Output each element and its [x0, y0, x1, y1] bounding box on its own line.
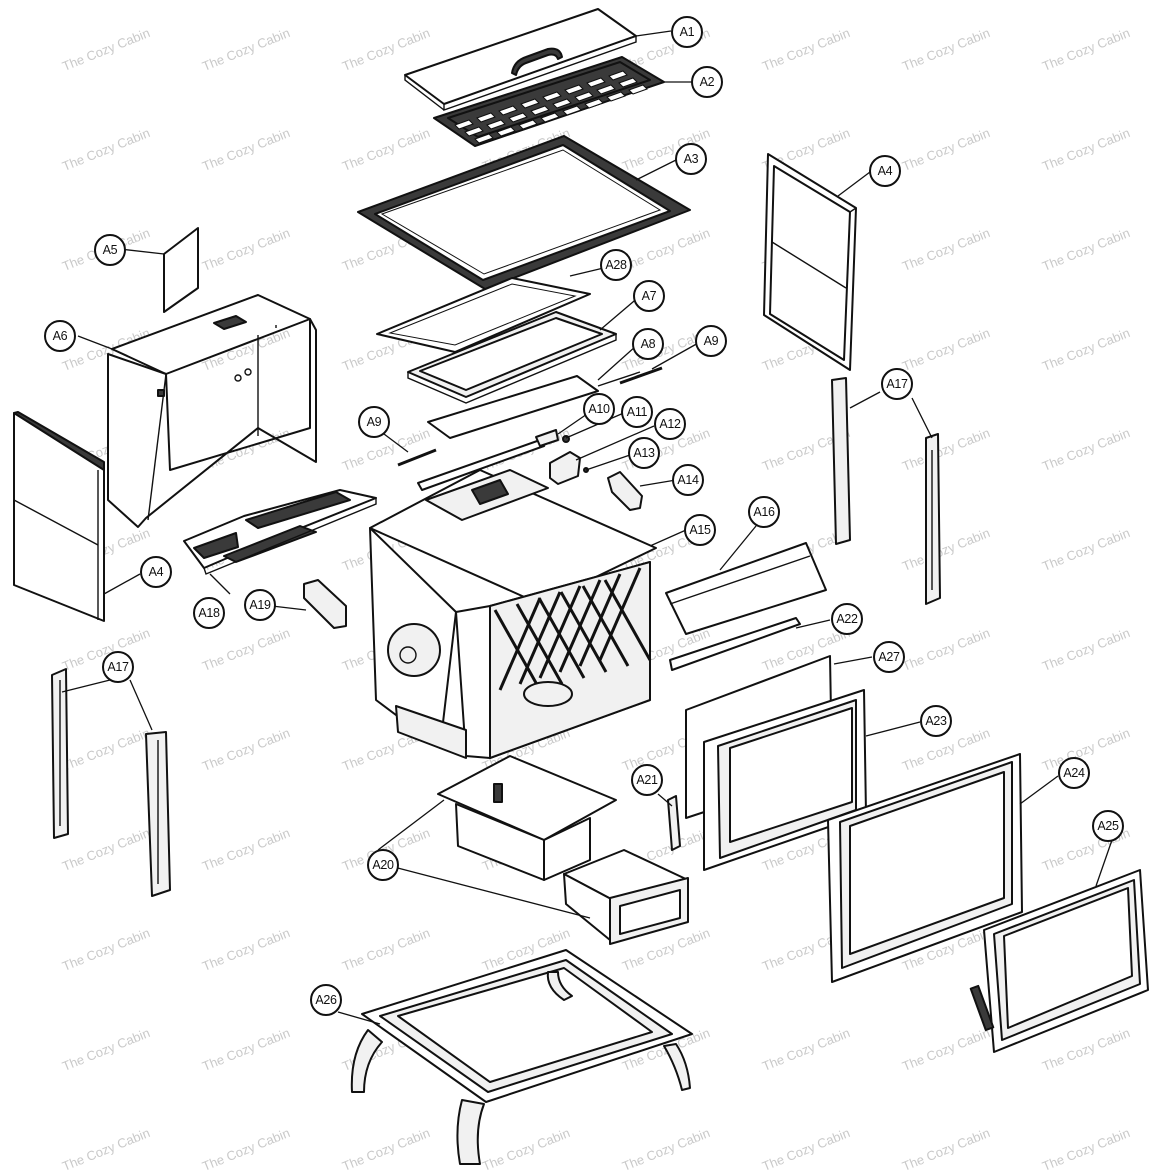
- callout-a8: A8: [632, 328, 664, 360]
- firebrick-line: [518, 591, 562, 685]
- firebrick-line: [559, 591, 608, 673]
- callout-a7: A7: [633, 280, 665, 312]
- grate-slot: [496, 126, 516, 137]
- part-door: [969, 869, 1149, 1053]
- callout-a22: A22: [831, 603, 863, 635]
- callout-a9-left: A9: [358, 406, 390, 438]
- callout-a12: A12: [654, 408, 686, 440]
- grate-slot: [508, 112, 528, 123]
- callout-a17-right: A17: [881, 368, 913, 400]
- grate-slot: [474, 133, 494, 144]
- grate-slot: [454, 119, 474, 130]
- callout-a25: A25: [1092, 810, 1124, 842]
- firebrick-line: [538, 585, 582, 679]
- callout-a9-right: A9: [695, 325, 727, 357]
- grate-slot: [584, 98, 604, 109]
- part-deflector: [665, 542, 827, 635]
- callout-a15: A15: [684, 514, 716, 546]
- part-pedestal-base: [350, 949, 693, 1165]
- part-top-grate: [433, 56, 665, 147]
- grate-slot: [564, 84, 584, 95]
- part-glass-frame: [407, 311, 617, 404]
- part-plate: [427, 371, 641, 439]
- grate-slot: [520, 98, 540, 109]
- grate-slot: [596, 84, 616, 95]
- firebrick-line: [578, 573, 622, 667]
- callout-a10: A10: [583, 393, 615, 425]
- part-latch: [667, 795, 681, 851]
- grate-slot: [586, 77, 606, 88]
- part-label-sheet: [163, 227, 199, 313]
- callout-a27: A27: [873, 641, 905, 673]
- part-stove-body: [369, 469, 657, 759]
- callout-a13: A13: [628, 437, 660, 469]
- grate-slot: [618, 77, 638, 88]
- part-door-frame: [703, 689, 867, 871]
- callout-a26: A26: [310, 984, 342, 1016]
- callout-a1: A1: [671, 16, 703, 48]
- callout-a4-left: A4: [140, 556, 172, 588]
- callout-a14: A14: [672, 464, 704, 496]
- grate-slot: [464, 126, 484, 137]
- part-rails: [51, 377, 941, 897]
- callout-a19: A19: [244, 589, 276, 621]
- part-back-shroud: [107, 294, 317, 528]
- firebrick-line: [515, 603, 564, 685]
- grate-slot: [552, 98, 572, 109]
- part-front-frame: [827, 753, 1023, 983]
- grate-slot: [562, 105, 582, 116]
- firebrick-line: [498, 597, 542, 691]
- callout-a5: A5: [94, 234, 126, 266]
- part-side-panel-right: [763, 153, 857, 371]
- part-strip: [669, 617, 801, 671]
- part-side-panel-left: [13, 411, 105, 622]
- part-small-brackets: [417, 429, 643, 511]
- part-gasket: [376, 277, 591, 353]
- grate-slot: [486, 119, 506, 130]
- callout-a4-right: A4: [869, 155, 901, 187]
- firebrick-line: [558, 579, 602, 673]
- part-ash-lip: [183, 489, 377, 575]
- grate-slot: [574, 91, 594, 102]
- grate-slot: [530, 105, 550, 116]
- firebrick-line: [598, 567, 642, 661]
- grate-slot: [476, 112, 496, 123]
- grate-slot: [628, 84, 648, 95]
- grate-slot: [608, 70, 628, 81]
- part-top-frame: [357, 135, 691, 290]
- callout-a20: A20: [367, 849, 399, 881]
- grate-slot: [518, 119, 538, 130]
- callout-a24: A24: [1058, 757, 1090, 789]
- callout-a2: A2: [691, 66, 723, 98]
- callout-a21: A21: [631, 764, 663, 796]
- part-rods: [397, 366, 663, 467]
- firebrick-line: [603, 579, 652, 661]
- firebrick-line: [581, 585, 630, 667]
- callout-a17-left: A17: [102, 651, 134, 683]
- callout-a28: A28: [600, 249, 632, 281]
- callout-a16: A16: [748, 496, 780, 528]
- part-bracket-a19: [303, 579, 347, 629]
- callout-a11: A11: [621, 396, 653, 428]
- part-top-lid: [404, 8, 637, 111]
- grate-slot: [606, 91, 626, 102]
- firebrick-line: [537, 597, 586, 679]
- grate-slot: [498, 105, 518, 116]
- part-ash-pan: [437, 755, 689, 945]
- grate-slot: [540, 112, 560, 123]
- callout-a18: A18: [193, 597, 225, 629]
- grate-slot: [542, 91, 562, 102]
- callout-a23: A23: [920, 705, 952, 737]
- callout-a6: A6: [44, 320, 76, 352]
- callout-a3: A3: [675, 143, 707, 175]
